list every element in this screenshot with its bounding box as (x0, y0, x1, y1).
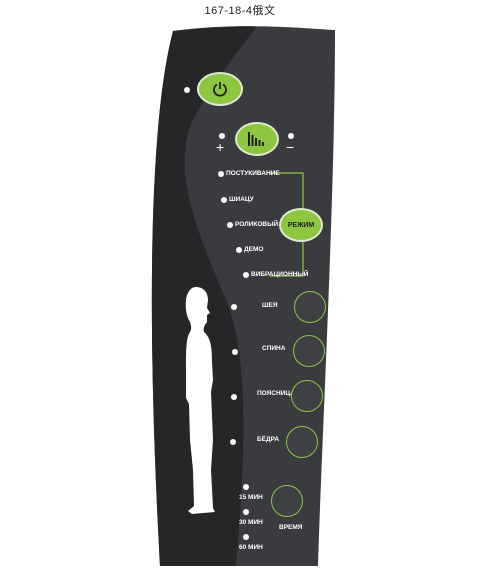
zone-button-thighs[interactable] (286, 426, 318, 458)
zone-button-back[interactable] (293, 335, 325, 367)
zone-label: ШЕЯ (262, 302, 278, 309)
mode-indicator-dot (236, 247, 242, 253)
timer-label: 15 МИН (239, 494, 263, 501)
zone-button-waist[interactable] (291, 380, 323, 412)
timer-label: 60 МИН (239, 544, 263, 551)
timer-indicator-dot (243, 509, 249, 515)
mode-indicator-dot (243, 272, 249, 278)
plus-sign: + (216, 139, 225, 155)
mode-indicator-dot (218, 171, 224, 177)
zone-indicator-dot (230, 439, 236, 445)
power-button[interactable] (197, 72, 243, 106)
mode-button-label: РЕЖИМ (287, 221, 315, 229)
timer-button-label: ВРЕМЯ (279, 524, 303, 531)
zone-indicator-dot (231, 304, 237, 310)
mode-indicator-dot (227, 222, 233, 228)
timer-button[interactable] (271, 485, 303, 517)
mode-label[interactable]: РОЛИКОВЫЙ (235, 221, 279, 228)
mode-label[interactable]: ВИБРАЦИОННЫЙ (251, 271, 309, 278)
minus-sign: − (286, 139, 295, 155)
zone-indicator-dot (232, 349, 238, 355)
mode-indicator-dot (221, 197, 227, 203)
zone-label: СПИНА (262, 345, 286, 352)
bars-icon (248, 132, 264, 146)
intensity-button[interactable] (235, 122, 279, 156)
timer-label: 30 МИН (239, 519, 263, 526)
intensity-plus-dot (219, 133, 225, 139)
mode-label[interactable]: ДЕМО (244, 246, 264, 253)
intensity-minus-dot (288, 133, 294, 139)
mode-label[interactable]: ШИАЦУ (229, 196, 254, 203)
zone-indicator-dot (231, 394, 237, 400)
power-indicator-dot (184, 87, 190, 93)
mode-button[interactable]: РЕЖИМ (279, 208, 323, 242)
image-caption: 167-18-4俄文 (204, 5, 276, 17)
timer-indicator-dot (243, 534, 249, 540)
power-icon (213, 82, 227, 97)
zone-label: ПОЯСНИЦА (257, 390, 295, 397)
body-silhouette (185, 287, 215, 514)
mode-label[interactable]: ПОСТУКИВАНИЕ (226, 170, 280, 177)
zone-button-neck[interactable] (294, 291, 326, 323)
timer-indicator-dot (243, 484, 249, 490)
zone-label: БЁДРА (257, 436, 280, 443)
